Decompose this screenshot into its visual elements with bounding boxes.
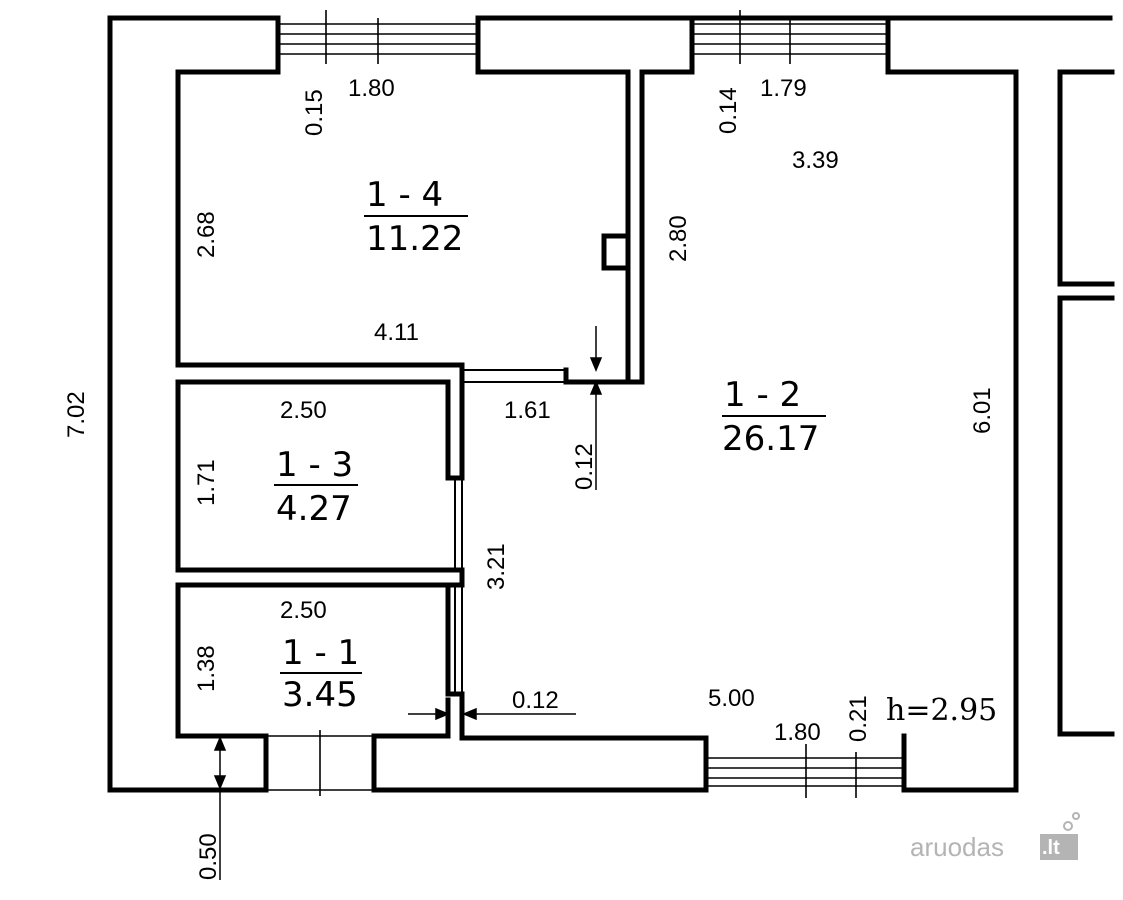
watermark-badge — [1040, 834, 1078, 860]
door-opening-bottom — [266, 730, 374, 796]
watermark: aruodas .lt — [910, 812, 1080, 862]
dim-1-61: 1.61 — [504, 397, 551, 424]
dim-0-50: 0.50 — [195, 833, 222, 880]
dim-0-12-horizontal: 0.12 — [512, 687, 559, 714]
watermark-smoke-icon — [1063, 821, 1073, 831]
dimension-arrows — [213, 326, 603, 880]
window-bottom — [706, 744, 904, 798]
svg-text:3.45: 3.45 — [282, 675, 358, 715]
dim-4-11: 4.11 — [374, 319, 419, 346]
dim-3-21: 3.21 — [483, 543, 510, 590]
dim-2-50-b: 2.50 — [280, 597, 327, 624]
dim-1-80-top: 1.80 — [348, 75, 395, 102]
dim-1-79: 1.79 — [760, 75, 807, 102]
dim-1-38: 1.38 — [193, 645, 220, 692]
svg-text:1 - 2: 1 - 2 — [724, 375, 801, 415]
dim-0-15: 0.15 — [301, 89, 328, 136]
outer-wall — [107, 15, 1113, 793]
dim-0-14: 0.14 — [715, 87, 742, 134]
room-1-3-label: 1 - 3 4.27 — [274, 445, 358, 529]
dim-0-21: 0.21 — [845, 695, 872, 742]
svg-text:1 - 3: 1 - 3 — [276, 445, 353, 485]
svg-text:11.22: 11.22 — [366, 219, 463, 259]
dim-1-71: 1.71 — [193, 459, 220, 506]
dim-2-68: 2.68 — [193, 211, 220, 258]
dim-3-39: 3.39 — [792, 147, 839, 174]
svg-text:26.17: 26.17 — [722, 419, 819, 459]
svg-text:.lt: .lt — [1042, 837, 1060, 859]
svg-text:4.27: 4.27 — [276, 489, 352, 529]
room-1-4-label: 1 - 4 11.22 — [364, 175, 468, 259]
dim-1-80-bottom: 1.80 — [774, 719, 821, 746]
svg-text:1 - 1: 1 - 1 — [282, 633, 359, 673]
window-top-left — [278, 10, 478, 64]
dim-7-02: 7.02 — [63, 391, 90, 438]
thin-partitions — [454, 369, 566, 694]
room-1-1-label: 1 - 1 3.45 — [280, 633, 362, 715]
svg-text:aruodas: aruodas — [910, 832, 1004, 862]
dim-2-50-a: 2.50 — [280, 397, 327, 424]
dim-6-01: 6.01 — [969, 387, 996, 434]
window-top-right — [692, 10, 888, 64]
dim-2-80: 2.80 — [665, 215, 692, 262]
svg-text:1 - 4: 1 - 4 — [366, 175, 443, 215]
ceiling-height-label: h=2.95 — [886, 693, 997, 728]
room-1-2-label: 1 - 2 26.17 — [722, 375, 826, 459]
dim-5-00: 5.00 — [708, 685, 755, 712]
dim-0-12-vertical: 0.12 — [571, 443, 598, 490]
